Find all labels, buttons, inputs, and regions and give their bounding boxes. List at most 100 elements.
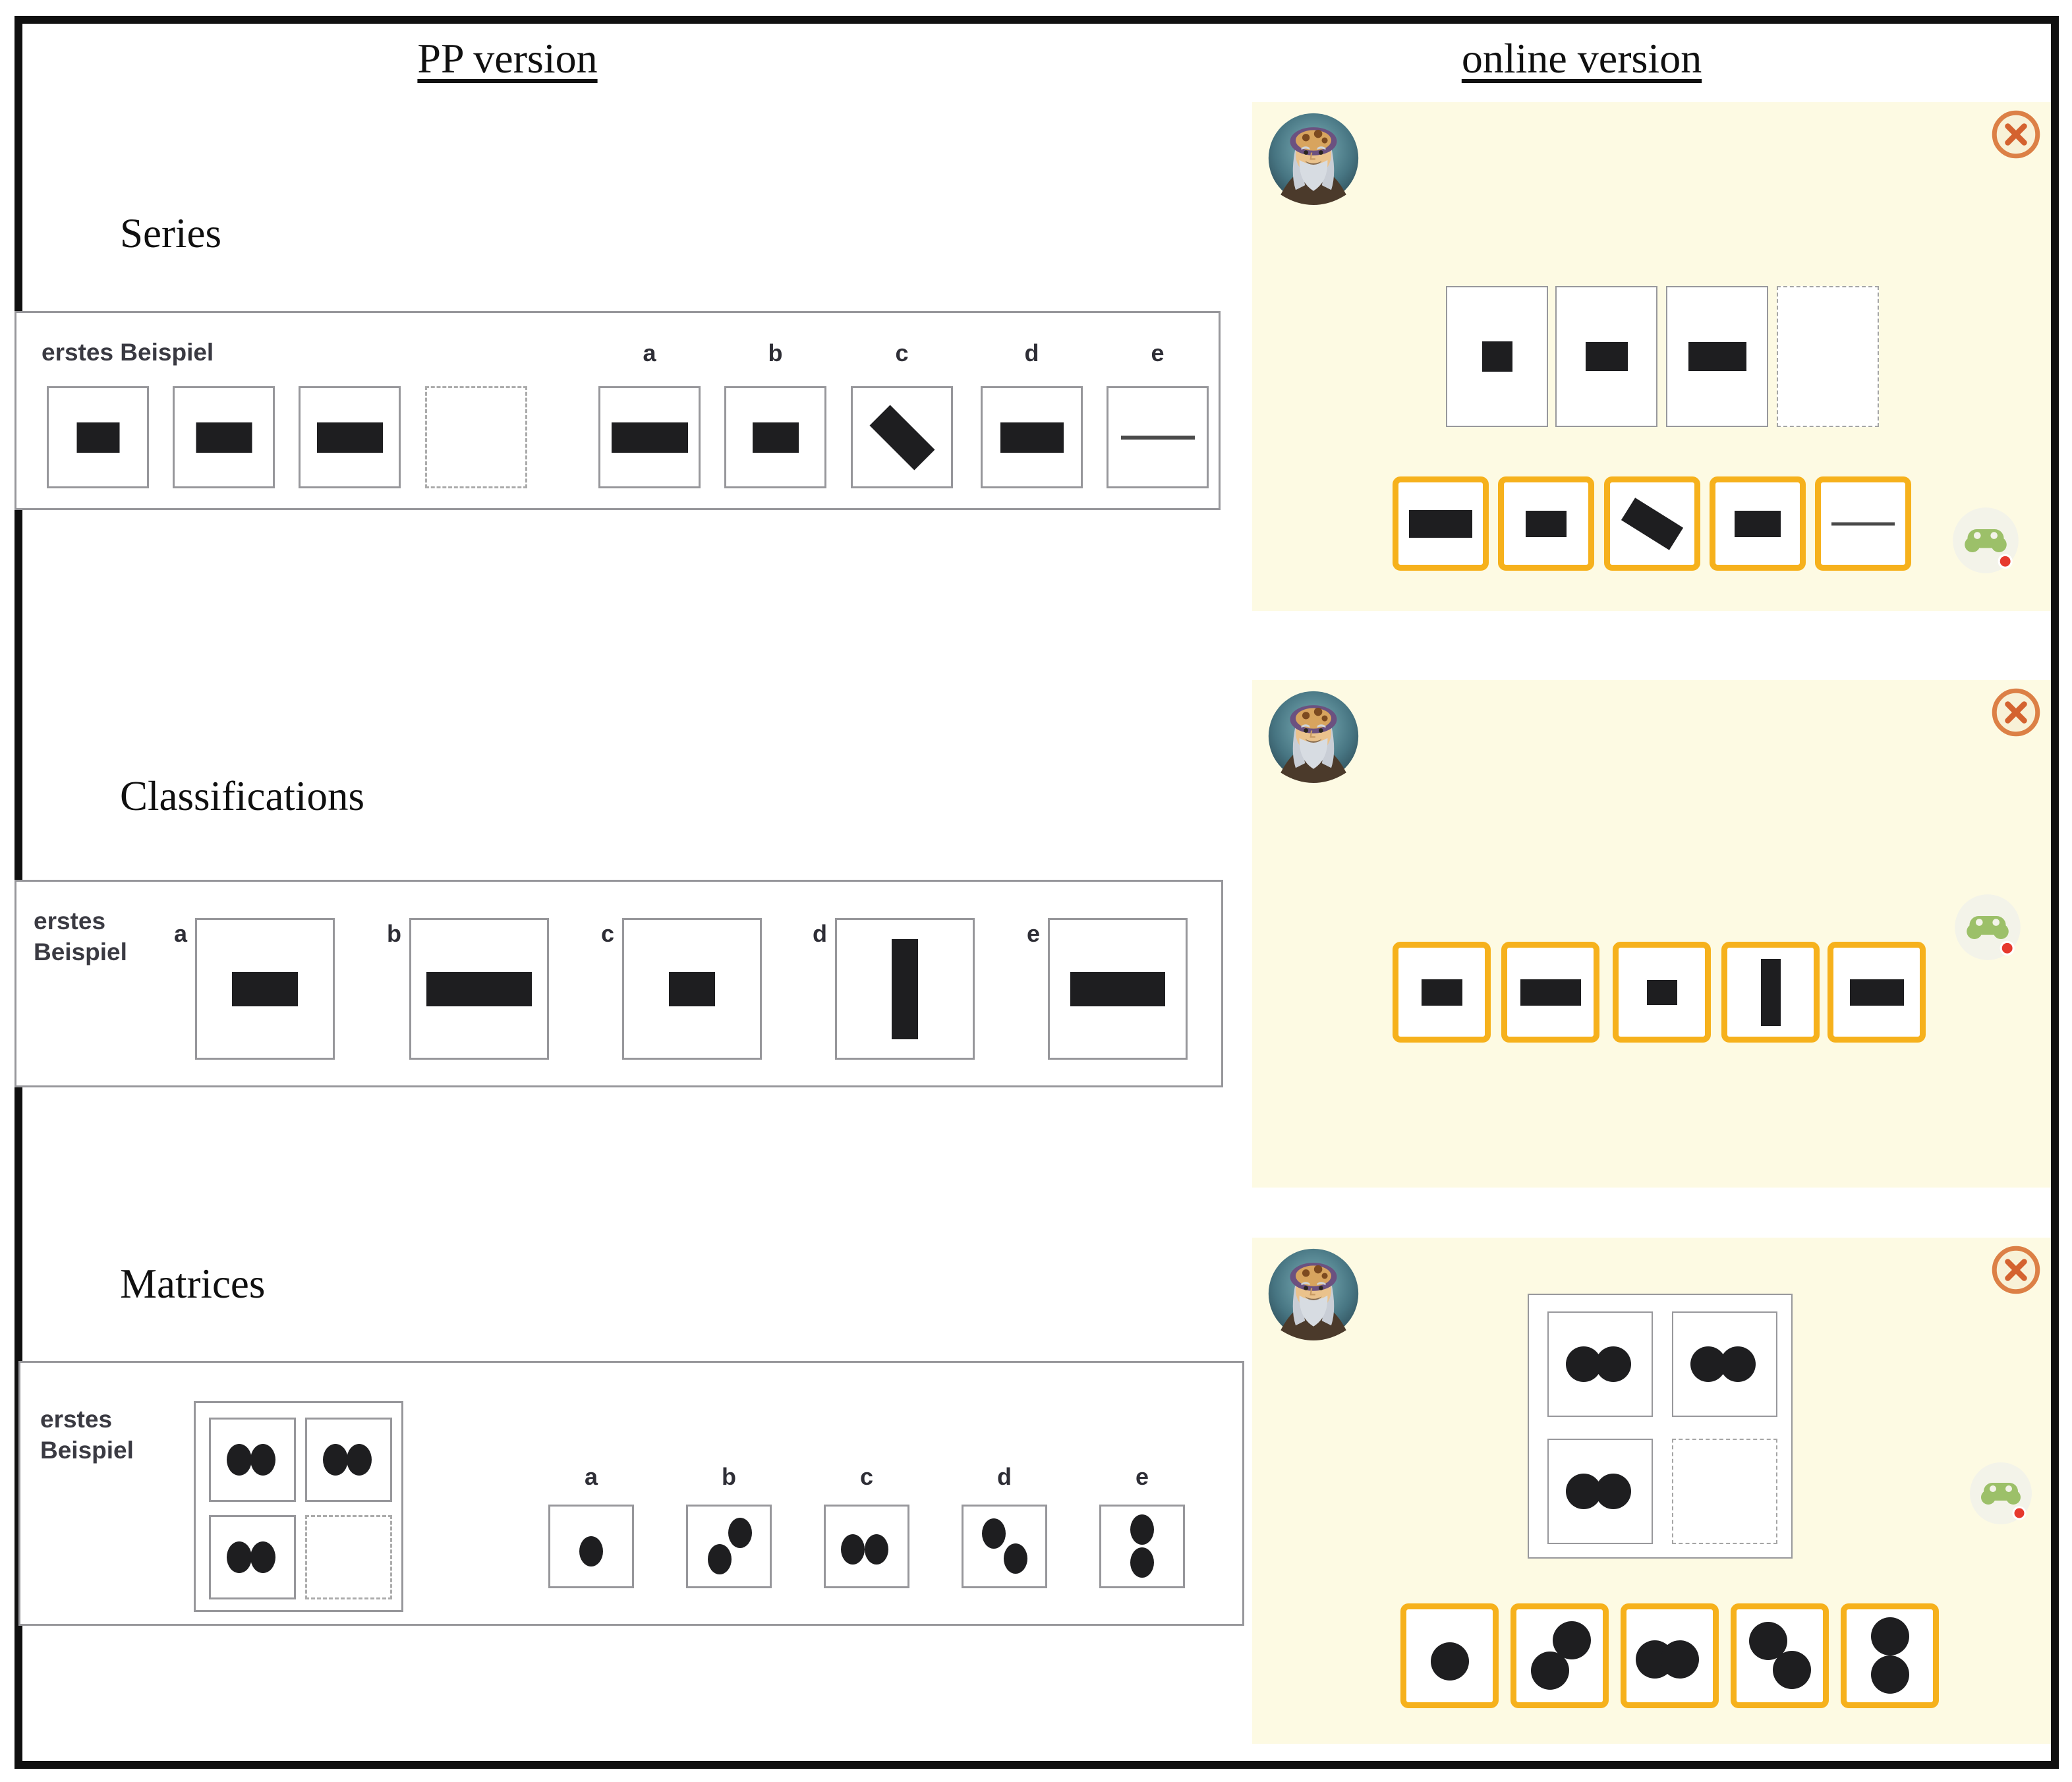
pp-matrices-option-box [686, 1505, 772, 1588]
online-series-answer-box[interactable] [1604, 476, 1700, 571]
black-dot-shape [250, 1444, 276, 1476]
wizard-avatar [1267, 689, 1360, 783]
option-letter-d: d [813, 920, 827, 947]
black-bar-shape [869, 405, 935, 470]
online-classifications-answer-box[interactable] [1613, 942, 1711, 1043]
online-classifications-answer-box[interactable] [1501, 942, 1599, 1043]
notification-dot [2000, 940, 2015, 956]
gamepad-button[interactable] [1951, 505, 2021, 575]
option-letter-e: e [1135, 1463, 1149, 1490]
matrices-section-title: Matrices [120, 1261, 266, 1307]
online-matrix-cell [1547, 1311, 1653, 1417]
pp-series-option-box [981, 386, 1083, 488]
pp-series-sequence-box [47, 386, 149, 488]
notification-dot [2012, 1506, 2027, 1520]
close-button[interactable] [1990, 109, 2042, 160]
black-dot-shape [981, 1518, 1006, 1549]
online-series-panel [1252, 102, 2051, 611]
online-classifications-answer-box[interactable] [1393, 942, 1491, 1043]
wizard-avatar [1267, 111, 1360, 205]
black-dot-shape [1690, 1346, 1727, 1382]
wizard-avatar-icon [1268, 1248, 1359, 1340]
pp-matrix-cell [209, 1515, 296, 1599]
example-label: erstes Beispiel [34, 905, 127, 967]
black-dot-shape [1596, 1474, 1632, 1509]
black-dot-shape [1130, 1514, 1154, 1545]
black-dot-shape [1566, 1346, 1602, 1382]
online-series-sequence-box [1555, 286, 1657, 427]
wizard-avatar [1267, 1247, 1360, 1340]
black-dot-shape [1870, 1655, 1909, 1694]
option-letter-a: a [173, 920, 187, 947]
pp-version-header: PP version [417, 35, 598, 82]
example-label: erstes Beispiel [40, 1404, 134, 1466]
pp-series-sequence-box [299, 386, 401, 488]
pp-series-option-box [724, 386, 826, 488]
online-series-sequence-box [1666, 286, 1768, 427]
notification-dot [1998, 554, 2013, 569]
option-letter-e: e [1151, 339, 1165, 366]
online-classifications-answer-box[interactable] [1721, 942, 1820, 1043]
example-label: erstes Beispiel [42, 339, 214, 366]
black-bar-shape [1760, 958, 1781, 1026]
black-bar-shape [426, 971, 532, 1006]
black-bar-shape [1688, 342, 1746, 371]
black-dot-shape [1596, 1346, 1632, 1382]
black-dot-shape [1772, 1650, 1811, 1689]
black-bar-shape [76, 422, 119, 453]
black-dot-shape [579, 1536, 603, 1566]
online-matrices-answer-box[interactable] [1731, 1603, 1829, 1708]
close-button[interactable] [1990, 687, 2042, 738]
online-series-answer-box[interactable] [1498, 476, 1594, 571]
black-dot-shape [1552, 1621, 1591, 1659]
gamepad-button[interactable] [1953, 892, 2023, 962]
black-bar-shape [1849, 979, 1904, 1006]
close-button[interactable] [1990, 1244, 2042, 1296]
online-matrices-answer-box[interactable] [1400, 1603, 1499, 1708]
pp-matrix-example-box [194, 1401, 403, 1612]
pp-classifications-option-box [835, 918, 975, 1060]
black-bar-shape [1520, 979, 1581, 1006]
black-bar-shape [316, 422, 383, 453]
online-series-answer-box[interactable] [1393, 476, 1489, 571]
example-label-line2: Beispiel [40, 1437, 134, 1464]
online-series-answer-box[interactable] [1710, 476, 1806, 571]
online-classifications-panel [1252, 680, 2051, 1188]
online-matrices-answer-box[interactable] [1511, 1603, 1609, 1708]
pp-series-sequence-box-empty [425, 386, 527, 488]
black-dot-shape [1430, 1642, 1469, 1681]
online-matrices-answer-box[interactable] [1841, 1603, 1939, 1708]
gamepad-button[interactable] [1968, 1460, 2034, 1526]
option-letter-c: c [859, 1463, 874, 1490]
black-bar-shape [669, 971, 715, 1006]
series-section-title: Series [120, 210, 221, 256]
black-dot-shape [250, 1541, 276, 1573]
black-bar-shape [1070, 971, 1165, 1006]
option-letter-c: c [895, 339, 909, 366]
black-dot-shape [1531, 1652, 1570, 1690]
pp-series-option-box [851, 386, 953, 488]
black-dot-shape [347, 1444, 372, 1476]
black-dot-shape [1661, 1640, 1700, 1679]
online-classifications-answer-box[interactable] [1827, 942, 1926, 1043]
thin-line-shape [1120, 435, 1195, 440]
online-matrix-cell [1672, 1311, 1777, 1417]
option-letter-b: b [387, 920, 401, 947]
pp-classifications-option-box [409, 918, 549, 1060]
black-bar-shape [1621, 497, 1684, 550]
pp-matrices-option-box [824, 1505, 909, 1588]
pp-matrices-option-box [548, 1505, 634, 1588]
online-matrices-answer-box[interactable] [1621, 1603, 1719, 1708]
black-bar-shape [196, 422, 252, 453]
online-series-answer-box[interactable] [1815, 476, 1911, 571]
pp-matrix-cell [209, 1418, 296, 1502]
pp-series-option-box [1107, 386, 1209, 488]
option-letter-e: e [1026, 920, 1040, 947]
wizard-avatar-icon [1268, 691, 1359, 783]
gamepad-icon [1955, 894, 2021, 960]
pp-classifications-option-box [1048, 918, 1188, 1060]
pp-classifications-option-box [622, 918, 762, 1060]
